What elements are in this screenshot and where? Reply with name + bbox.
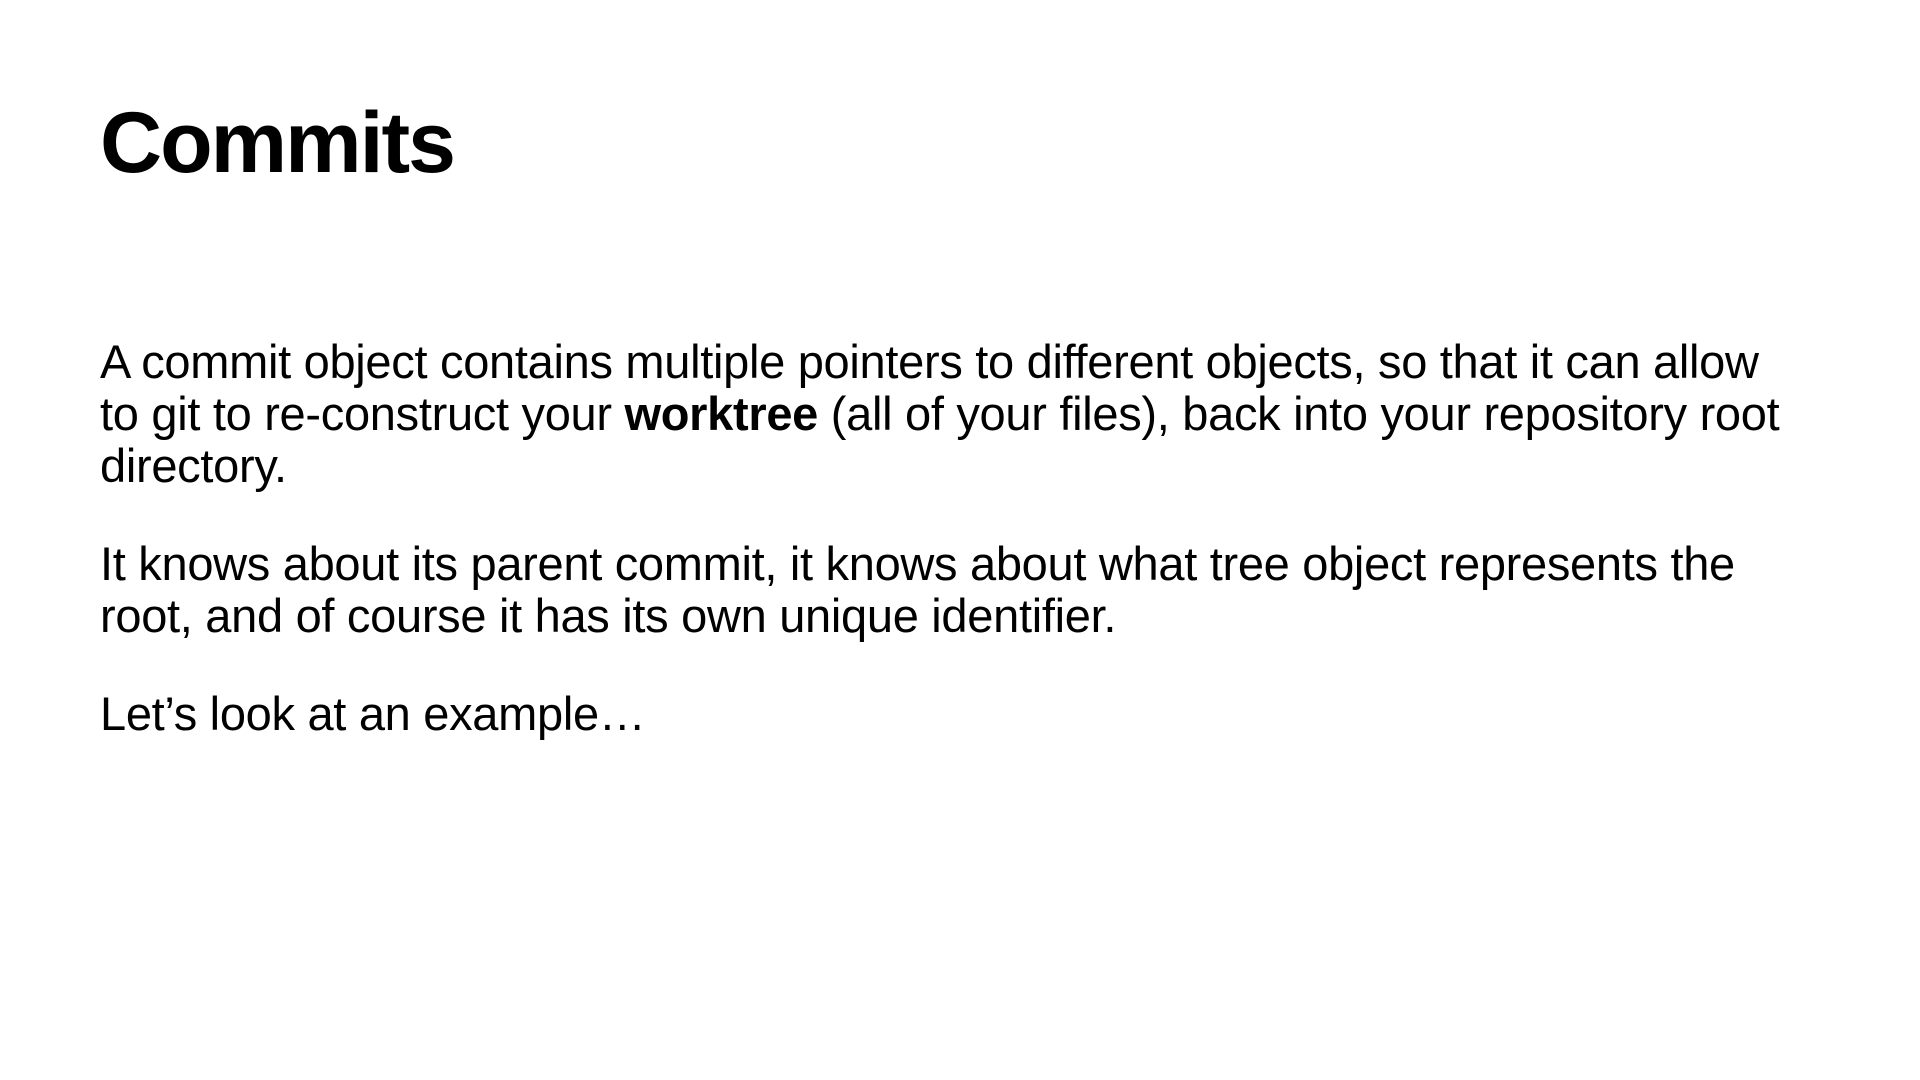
slide-title: Commits bbox=[100, 95, 456, 191]
paragraph-commit-object-text-start: A commit object contains multiple pointe… bbox=[100, 335, 1759, 440]
paragraph-commit-object: A commit object contains multiple pointe… bbox=[100, 336, 1780, 492]
worktree-term: worktree bbox=[624, 387, 819, 440]
paragraph-example-intro: Let’s look at an example… bbox=[100, 687, 646, 740]
paragraph-parent-commit: It knows about its parent commit, it kno… bbox=[100, 537, 1735, 642]
paragraph-commit-object-text-end: (all of your files), back into your repo… bbox=[100, 387, 1780, 492]
slide-body: A commit object contains multiple pointe… bbox=[100, 336, 1820, 786]
